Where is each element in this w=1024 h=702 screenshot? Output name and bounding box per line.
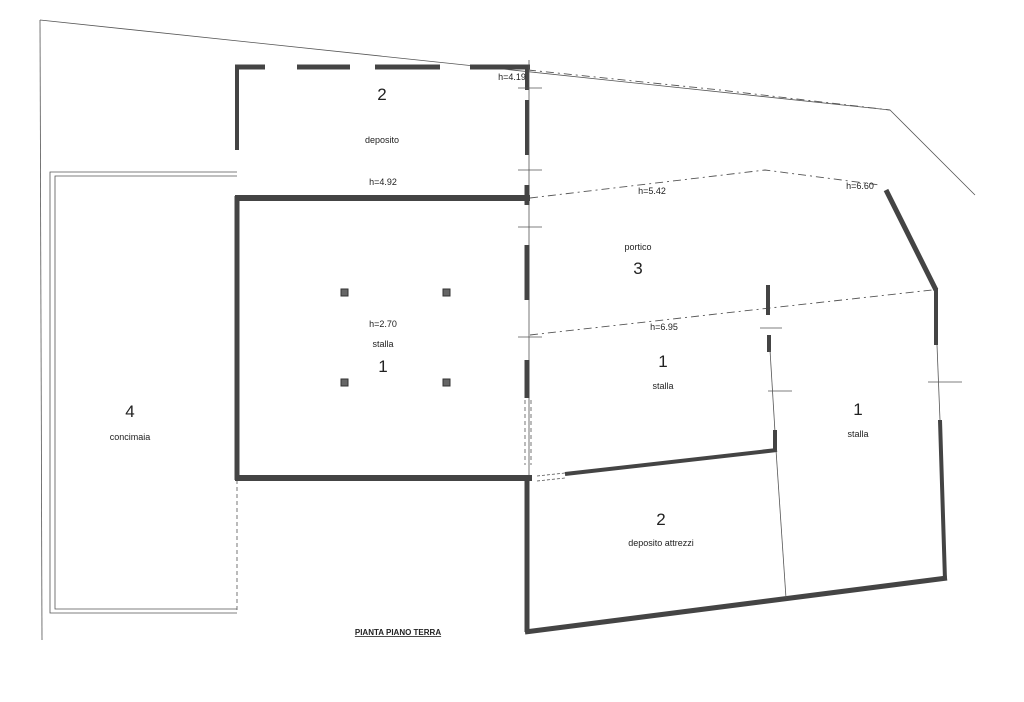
roof-line: [527, 69, 891, 111]
deposito-walls: [235, 60, 530, 480]
pillar: [442, 378, 451, 387]
pillar: [442, 288, 451, 297]
stalla-left-walls: [234, 185, 532, 481]
pillars: [340, 288, 451, 387]
height-label: h=2.70: [369, 319, 397, 329]
room-number-stalla: 1: [378, 357, 387, 376]
portico-edge: [529, 169, 881, 199]
height-label: h=4.19: [498, 72, 526, 82]
room-number-stalla: 1: [853, 400, 862, 419]
room-number-concimaia: 4: [125, 402, 134, 421]
room-number-deposito: 2: [377, 85, 386, 104]
room-number-stalla: 1: [658, 352, 667, 371]
room-name-portico: portico: [624, 242, 651, 252]
pillar: [340, 378, 349, 387]
room-name-stalla: stalla: [652, 381, 673, 391]
right-walls: [518, 87, 962, 635]
height-label: h=6.95: [650, 322, 678, 332]
stalla-edge: [529, 289, 933, 336]
height-label: h=6.60: [846, 181, 874, 191]
site-boundary-left: [39, 19, 43, 641]
room-name-deposito: deposito: [365, 135, 399, 145]
room-number-deposito-attrezzi: 2: [656, 510, 665, 529]
concimaia-outline: [49, 171, 238, 614]
height-label: h=4.92: [369, 177, 397, 187]
room-name-deposito-attrezzi: deposito attrezzi: [628, 538, 694, 548]
room-number-portico: 3: [633, 259, 642, 278]
room-name-stalla: stalla: [372, 339, 393, 349]
pillar: [340, 288, 349, 297]
plan-title: PIANTA PIANO TERRA: [355, 628, 441, 637]
height-label: h=5.42: [638, 186, 666, 196]
room-name-concimaia: concimaia: [110, 432, 151, 442]
site-boundary: [39, 19, 976, 196]
room-name-stalla: stalla: [847, 429, 868, 439]
